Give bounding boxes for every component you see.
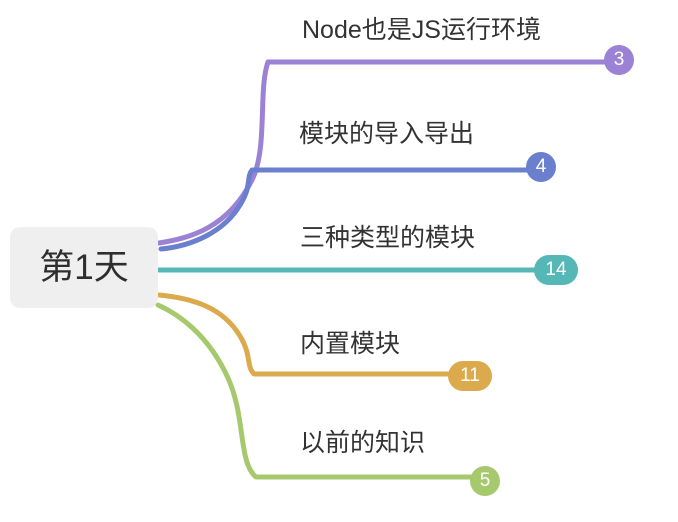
branch-label[interactable]: 模块的导入导出	[299, 120, 475, 148]
branch-count-badge[interactable]: 11	[448, 361, 492, 391]
branch-count-badge[interactable]: 14	[534, 255, 578, 285]
branch-count-badge[interactable]: 5	[470, 466, 500, 496]
root-node-label: 第1天	[39, 248, 129, 287]
branch-label[interactable]: 以前的知识	[300, 429, 426, 457]
branch-label[interactable]: 内置模块	[300, 330, 401, 358]
branch-label[interactable]: 三种类型的模块	[300, 224, 476, 252]
branch-count-badge[interactable]: 3	[604, 45, 634, 75]
branch-label[interactable]: Node也是JS运行环境	[302, 16, 541, 44]
root-node[interactable]: 第1天	[10, 227, 158, 308]
branch-count-badge[interactable]: 4	[526, 152, 556, 182]
